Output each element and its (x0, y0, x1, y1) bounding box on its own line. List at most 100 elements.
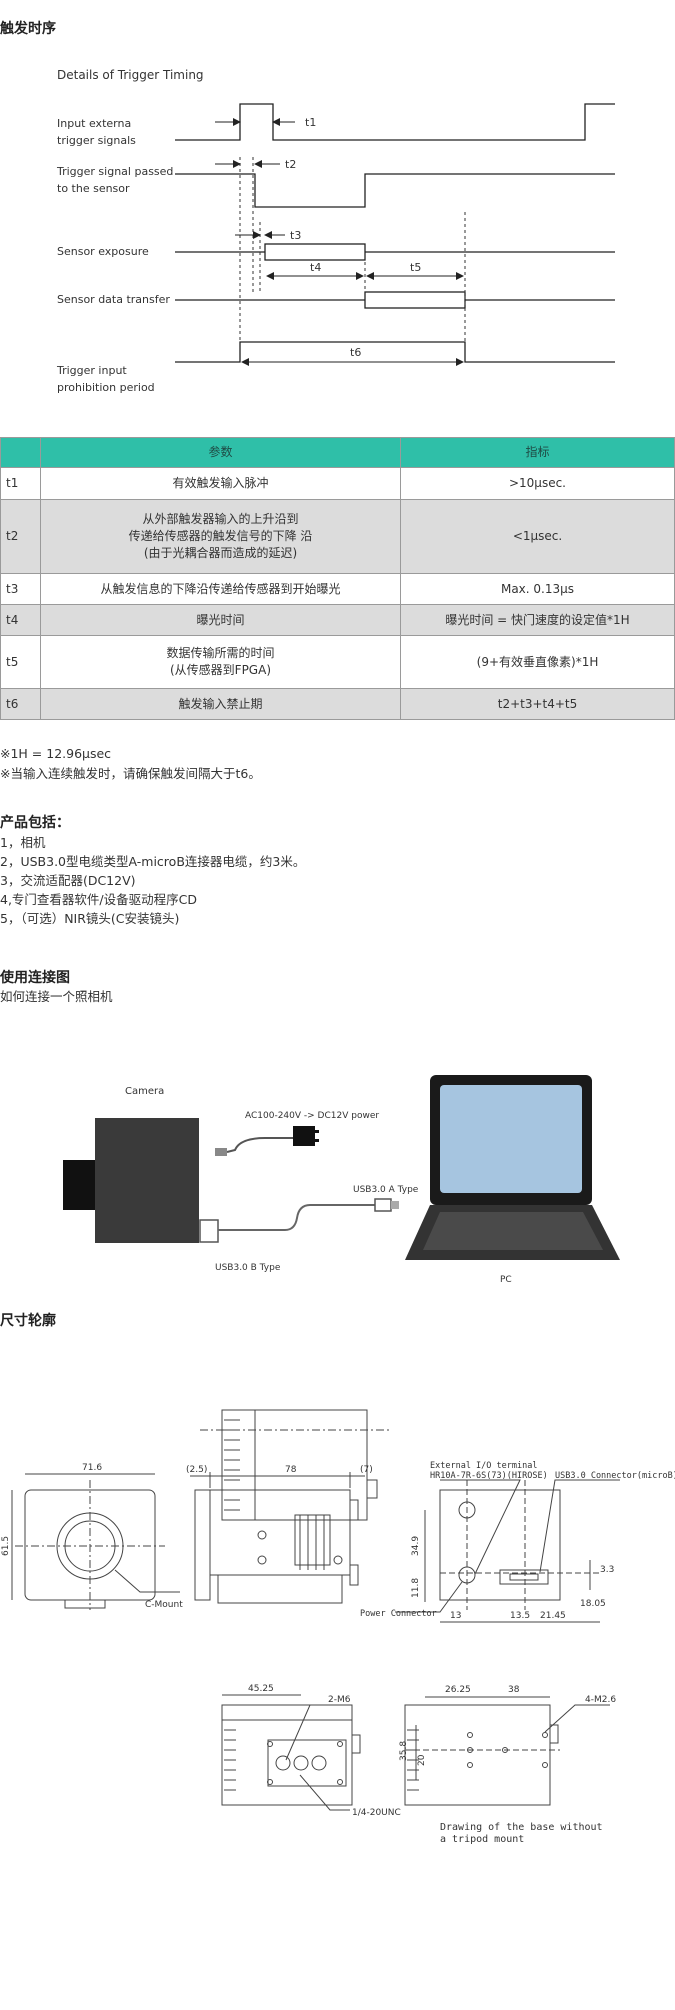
row-value: Max. 0.13μs (400, 573, 675, 605)
marker-t1: t1 (305, 116, 316, 129)
camera-label: Camera (125, 1086, 164, 1097)
param-line: 传递给传感器的触发信号的下降 沿 (128, 529, 313, 543)
dim-135: 13.5 (510, 1611, 530, 1621)
heading-package: 产品包括： (0, 815, 70, 831)
table-header: 参数 指标 (0, 437, 675, 468)
trigger-timing-diagram: Details of Trigger Timing Input externa … (56, 68, 615, 394)
usb-b-label: USB3.0 B Type (215, 1263, 281, 1273)
marker-t6: t6 (350, 346, 361, 359)
row-value: (9+有效垂直像素)*1H (400, 635, 675, 689)
table-header-cell (0, 437, 41, 468)
dim-118: 11.8 (411, 1578, 421, 1598)
dim-4m26: 4-M2.6 (585, 1695, 616, 1705)
row-value: >10μsec. (400, 467, 675, 500)
row-key: t2 (0, 499, 41, 574)
heading-timing: 触发时序 (0, 21, 56, 37)
drawing-caption-1: Drawing of the base without (440, 1822, 603, 1833)
dim-usb-connector: USB3.0 Connector(microB) (555, 1471, 675, 1481)
param-line: 数据传输所需的时间 (166, 646, 275, 660)
dim-front-width: 71.6 (82, 1463, 102, 1473)
dim-power-connector: Power Connector (360, 1609, 437, 1619)
dim-2625: 26.25 (445, 1685, 471, 1695)
laptop-icon (405, 1075, 620, 1260)
row-param: 曝光时间 (40, 604, 401, 636)
param-line: (从传感器到FPGA) (169, 663, 271, 677)
label-trigger-passed-1: Trigger signal passed (56, 165, 173, 178)
table-row: t4 曝光时间 曝光时间 = 快门速度的设定值*1H (0, 604, 675, 636)
power-adapter-icon (215, 1126, 319, 1156)
note-interval: ※当输入连续触发时，请确保触发间隔大于t6。 (0, 766, 261, 781)
usb-cable-icon (199, 1198, 399, 1243)
usb-a-label: USB3.0 A Type (353, 1185, 419, 1195)
dim-side-left: (2.5) (186, 1465, 207, 1475)
dim-quarter: 1/4-20UNC (352, 1808, 401, 1818)
package-list: 1，相机 2，USB3.0型电缆类型A-microB连接器电缆，约3米。 3，交… (0, 833, 305, 928)
param-line: (由于光耦合器而造成的延迟) (143, 546, 298, 560)
row-key: t1 (0, 467, 41, 500)
param-line: 有效触发输入脉冲 (172, 476, 269, 490)
power-label: AC100-240V -> DC12V power (245, 1111, 379, 1121)
table-row: t1 有效触发输入脉冲 >10μsec. (0, 467, 675, 500)
dim-2m6: 2-M6 (328, 1695, 351, 1705)
label-prohibition-2: prohibition period (57, 381, 155, 394)
dim-c-mount: C-Mount (145, 1600, 183, 1610)
list-item: 1，相机 (0, 835, 46, 850)
dim-38: 38 (508, 1685, 520, 1695)
dimension-drawing: 71.6 61.5 C-Mount (2.5) 78 (7) External … (1, 1409, 675, 1845)
drawing-caption-2: a tripod mount (440, 1834, 524, 1845)
list-item: 4,专门查看器软件/设备驱动程序CD (0, 892, 197, 907)
marker-t2: t2 (285, 158, 296, 171)
label-prohibition-1: Trigger input (56, 364, 127, 377)
camera-icon (63, 1118, 199, 1243)
label-input-trigger-1: Input externa (57, 117, 131, 130)
row-param: 触发输入禁止期 (40, 688, 401, 720)
list-item: 3，交流适配器(DC12V) (0, 873, 136, 888)
row-value: 曝光时间 = 快门速度的设定值*1H (400, 604, 675, 636)
dim-ext-io-2: HR10A-7R-6S(73)(HIROSE) (430, 1471, 548, 1481)
label-sensor-exposure: Sensor exposure (57, 245, 149, 258)
heading-connection: 使用连接图 (0, 970, 70, 986)
label-input-trigger-2: trigger signals (57, 134, 136, 147)
dim-ext-io-1: External I/O terminal (430, 1461, 537, 1471)
dim-358: 35.8 (399, 1741, 409, 1761)
table-row: t2 从外部触发器输入的上升沿到 传递给传感器的触发信号的下降 沿 (由于光耦合… (0, 499, 675, 574)
row-value: t2+t3+t4+t5 (400, 688, 675, 720)
dim-349: 34.9 (411, 1536, 421, 1556)
dim-side-right: (7) (360, 1465, 373, 1475)
note-1h: ※1H = 12.96μsec (0, 746, 112, 761)
row-param: 从触发信息的下降沿传递给传感器到开始曝光 (40, 573, 401, 605)
list-item: 5，（可选）NIR镜头(C安装镜头) (0, 911, 180, 926)
table-header-cell: 参数 (40, 437, 401, 468)
marker-t4: t4 (310, 261, 321, 274)
dim-20: 20 (417, 1754, 427, 1766)
timing-title: Details of Trigger Timing (57, 68, 204, 82)
heading-dimensions: 尺寸轮廓 (0, 1313, 56, 1329)
dim-1805: 18.05 (580, 1599, 606, 1609)
dim-2145: 21.45 (540, 1611, 566, 1621)
label-sensor-transfer: Sensor data transfer (57, 293, 170, 306)
dim-side-mid: 78 (285, 1465, 297, 1475)
row-key: t6 (0, 688, 41, 720)
pc-label: PC (500, 1275, 512, 1285)
label-trigger-passed-2: to the sensor (57, 182, 130, 195)
param-line: 从外部触发器输入的上升沿到 (142, 512, 299, 526)
table-header-cell: 指标 (400, 437, 675, 468)
table-row: t3 从触发信息的下降沿传递给传感器到开始曝光 Max. 0.13μs (0, 573, 675, 605)
row-key: t3 (0, 573, 41, 605)
param-line: 从触发信息的下降沿传递给传感器到开始曝光 (100, 581, 341, 596)
row-param: 数据传输所需的时间 (从传感器到FPGA) (40, 635, 401, 689)
connection-subtitle: 如何连接一个照相机 (0, 989, 113, 1004)
dim-4525: 45.25 (248, 1684, 274, 1694)
list-item: 2，USB3.0型电缆类型A-microB连接器电缆，约3米。 (0, 854, 306, 869)
table-row: t6 触发输入禁止期 t2+t3+t4+t5 (0, 688, 675, 720)
marker-t5: t5 (410, 261, 421, 274)
param-line: 曝光时间 (196, 612, 245, 627)
row-param: 从外部触发器输入的上升沿到 传递给传感器的触发信号的下降 沿 (由于光耦合器而造… (40, 499, 401, 574)
row-key: t4 (0, 604, 41, 636)
spec-table: 参数 指标 t1 有效触发输入脉冲 >10μsec. t2 从外部触发器输入的上… (0, 437, 675, 720)
dim-33: 3.3 (600, 1565, 614, 1575)
dim-13: 13 (450, 1611, 461, 1621)
connection-diagram: Camera AC100-240V -> DC12V power USB3.0 … (63, 1075, 620, 1285)
dim-front-height: 61.5 (1, 1536, 11, 1556)
marker-t3: t3 (290, 229, 301, 242)
